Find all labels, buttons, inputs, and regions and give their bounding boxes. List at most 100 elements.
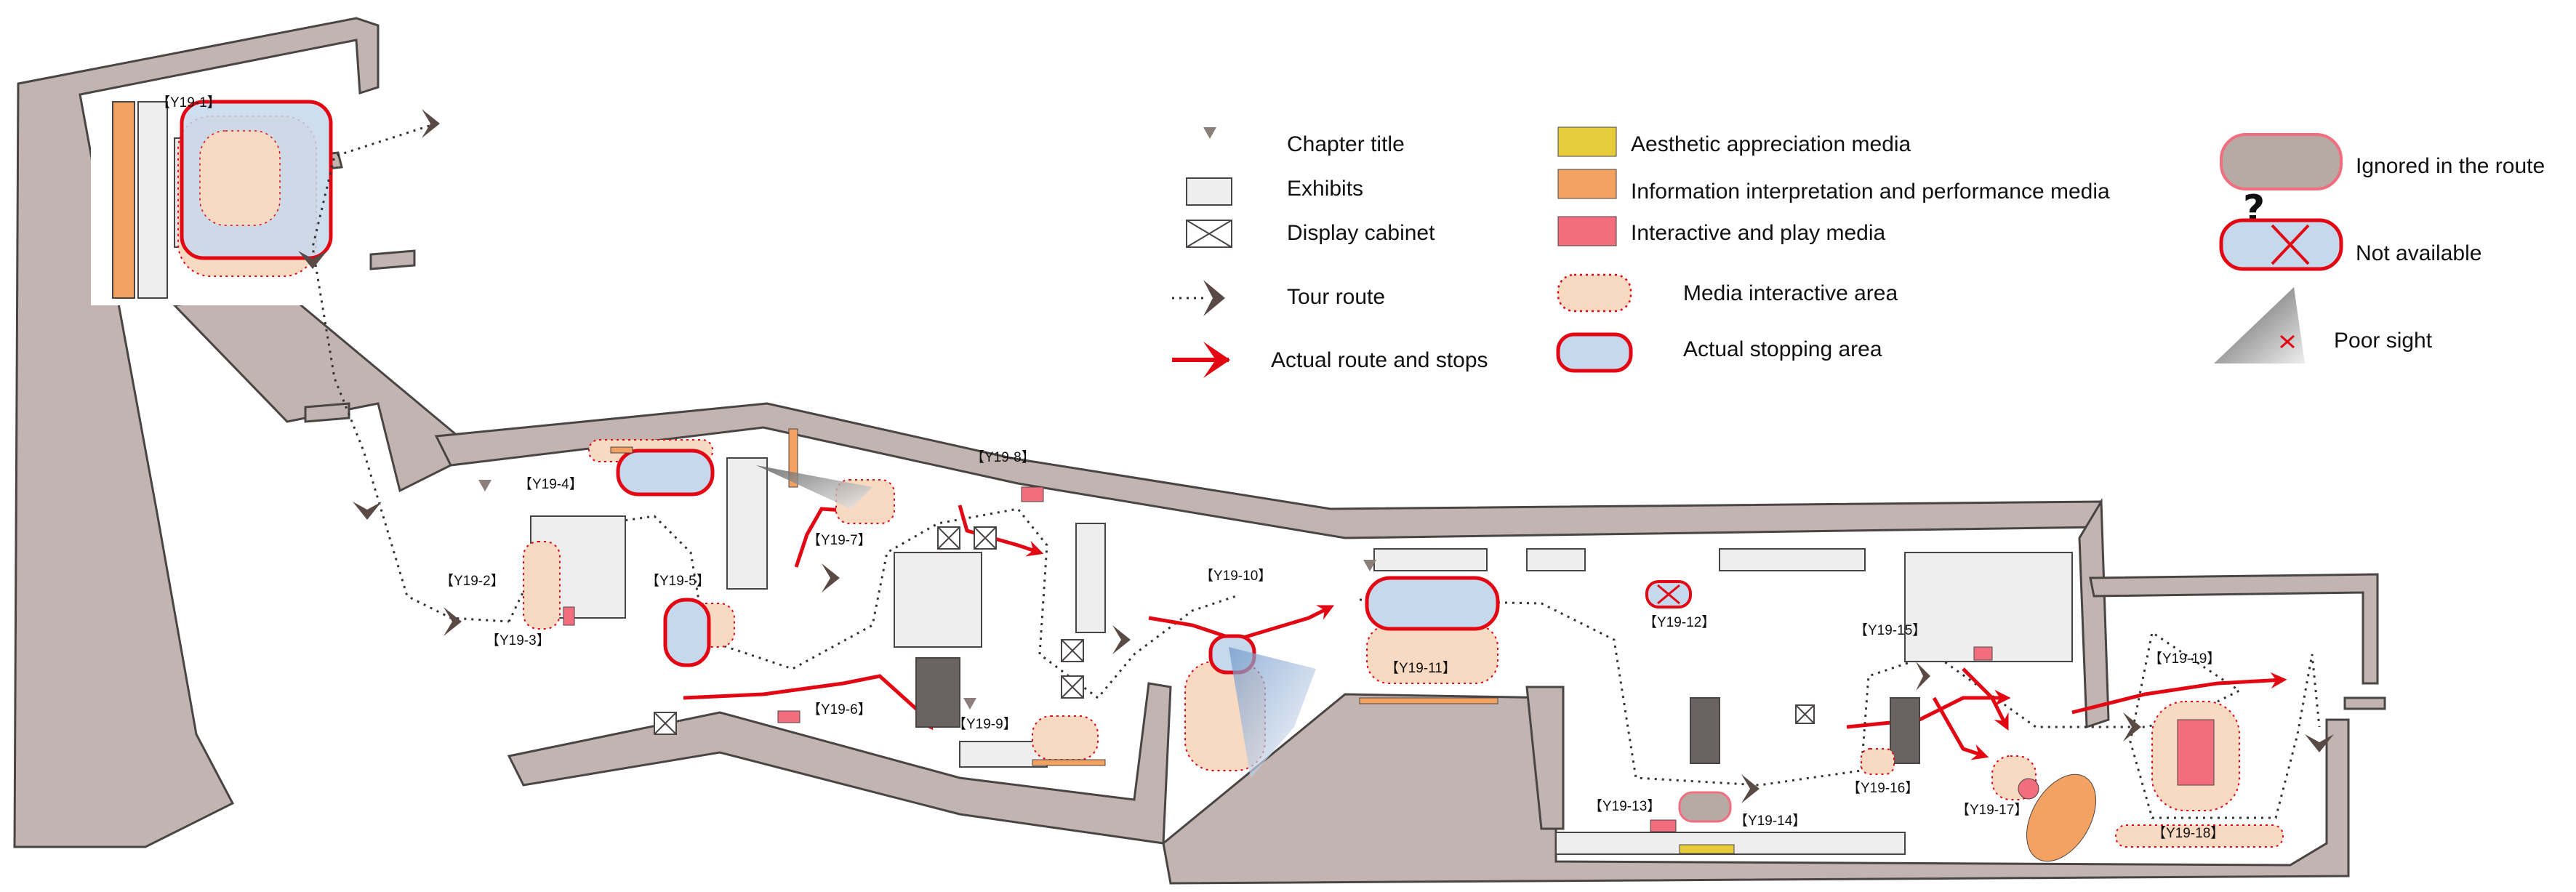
exhibit-y19-5 [726,457,768,590]
label-y19-12: 【Y19-12】 [1643,614,1715,630]
cabinet-1 [937,526,960,550]
interactive-y19-13 [1650,819,1677,832]
label-y19-4: 【Y19-4】 [518,476,583,492]
media-y19-16 [1861,748,1895,775]
label-y19-9: 【Y19-9】 [952,716,1017,732]
label-y19-5: 【Y19-5】 [646,573,710,589]
info-y19-17 [2026,774,2096,862]
legend-not-available: Not available [2356,241,2481,265]
actual-route-5 [1846,689,2011,729]
label-y19-7: 【Y19-7】 [807,532,872,548]
legend-exhibit-icon [1186,177,1232,206]
far-right-wall-top [2089,573,2379,685]
label-y19-17: 【Y19-17】 [1956,802,2028,818]
label-y19-6: 【Y19-6】 [807,702,872,718]
entrance-room [91,100,333,305]
legend-exhibits: Exhibits [1287,177,1363,201]
media-y19-11 [1366,624,1498,684]
legend: Chapter title Exhibits Display cabinet T… [1172,126,2545,378]
media-strips [563,428,2215,862]
chevron-4 [444,607,462,636]
tour-routes [311,122,2321,819]
interactive-y19-6 [777,710,801,723]
interior-wall-b [369,249,416,270]
label-y19-14: 【Y19-14】 [1734,813,1806,829]
left-outer-wall [13,17,380,848]
legend-not-available-swatch [2219,218,2343,271]
legend-actual-route: Actual route and stops [1271,348,1488,372]
exhibit-hall-1 [894,552,982,648]
legend-chapter-icon [1203,127,1216,139]
legend-ignored: Ignored in the route [2356,154,2545,178]
stop-y19-5 [663,598,711,667]
chevron-7 [1741,774,1760,803]
legend-stopping-area: Actual stopping area [1683,337,1882,361]
interactive-y19-15 [1973,646,1993,661]
legend-cabinet-icon [1186,220,1232,248]
label-y19-18: 【Y19-18】 [2152,825,2224,841]
chevron-3 [353,502,382,520]
building-walls [13,17,2386,885]
legend-actual-route-arrow [1203,342,1230,378]
chapter-marker-3 [1363,560,1376,571]
stopping-areas [616,449,1500,675]
entrance-cabinet-1 [137,101,168,299]
label-y19-2: 【Y19-2】 [440,573,505,589]
ignored-y19-13 [1678,791,1732,823]
media-y19-18 [2115,824,2284,848]
exhibit-top-row-1 [1373,548,1488,571]
legend-poor-sight-cone [2214,287,2305,363]
far-right-stub [2343,696,2386,710]
legend-ignored-swatch [2220,133,2343,190]
chevron-10 [2305,734,2334,752]
not-available-y19-12 [1645,580,1692,608]
aesthetic-y19-14 [1679,844,1735,854]
tour-route-3 [1359,598,2321,819]
interactive-y19-17 [2018,778,2039,800]
legend-tour-route: Tour route [1287,285,1385,309]
legend-poor-sight-cross [2280,334,2295,349]
actual-route-6 [1932,696,1989,760]
actual-route-7 [1962,667,2009,731]
poor-sight-cone-1 [756,465,872,509]
legend-interactive-swatch [1557,216,1617,246]
interior-wall-c [304,402,350,423]
poor-sight-cone-2 [1229,647,1316,778]
label-y19-3: 【Y19-3】 [486,632,550,648]
legend-information: Information interpretation and performan… [1631,180,2110,204]
stop-y19-11 [1365,576,1500,631]
label-y19-11: 【Y19-11】 [1385,660,1456,676]
chapter-marker-2 [963,698,976,710]
chapter-title-markers [478,480,1376,710]
label-y19-15: 【Y19-15】 [1854,622,1926,638]
legend-tour-route-chevron [1203,280,1225,316]
legend-aesthetic: Aesthetic appreciation media [1631,132,1911,156]
legend-media-area-swatch [1557,273,1632,313]
legend-poor-sight: Poor sight [2334,329,2433,353]
legend-aesthetic-swatch [1557,126,1617,157]
label-y19-10: 【Y19-10】 [1200,568,1272,584]
info-strip-4 [610,446,633,454]
media-y19-9 [1032,715,1099,760]
stop-y19-4 [616,449,715,497]
exhibit-central-2 [1890,697,1920,764]
exhibit-hall-2 [915,657,960,728]
label-y19-13: 【Y19-13】 [1589,798,1661,814]
cabinet-6 [1795,704,1815,724]
info-strip-2 [1032,759,1106,766]
label-y19-16: 【Y19-16】 [1847,780,1919,796]
cabinet-4 [1061,675,1084,699]
interactive-y19-19 [2177,719,2215,786]
interactive-y19-3 [563,606,575,626]
right-room-wall [2078,497,2110,729]
actual-route-8 [2071,672,2287,715]
tour-route-2 [507,507,1237,700]
stop-labels: 【Y19-1】 【Y19-2】 【Y19-3】 【Y19-4】 【Y19-5】 … [156,95,2224,841]
tour-route-1 [311,122,510,623]
actual-route-3 [958,505,1044,557]
legend-not-available-cross [2271,224,2310,265]
chevron-8 [1916,662,1930,691]
chevron-1 [422,109,440,138]
legend-chapter-title: Chapter title [1287,132,1405,156]
